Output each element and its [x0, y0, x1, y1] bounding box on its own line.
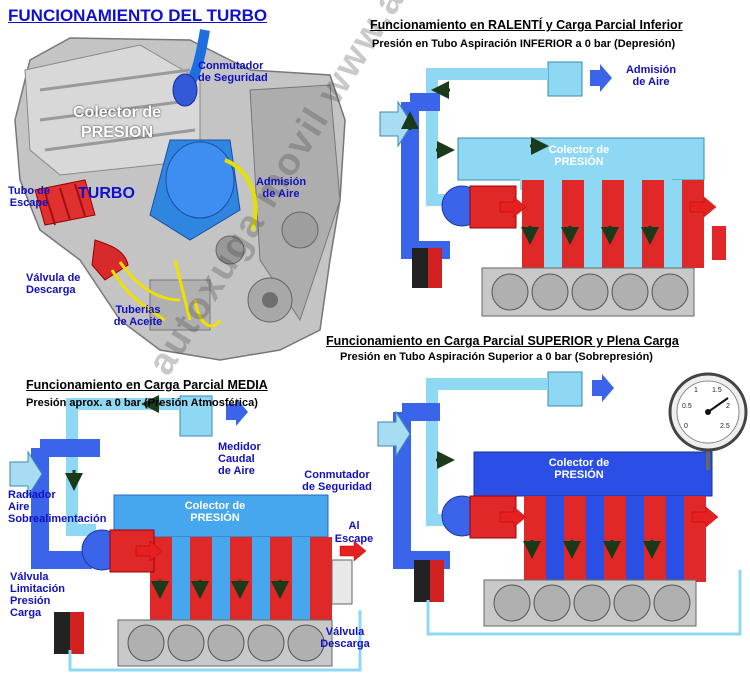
label-line: Presión	[10, 595, 51, 607]
diagram-superior: 0 0.5 1 1.5 2 2.5	[377, 371, 748, 636]
label-line: Admisión	[625, 64, 677, 76]
al-escape-label: Al Escape	[330, 520, 378, 546]
panel-superior-subtitle: Presión en Tubo Aspiración Superior a 0 …	[340, 351, 653, 363]
label-line: de Seguridad	[198, 72, 268, 84]
gauge-tick: 2	[726, 403, 730, 410]
gauge-tick: 0.5	[682, 403, 692, 410]
label-line: Válvula	[325, 626, 365, 638]
diagram-ralenti	[379, 61, 726, 317]
panel-media-title: Funcionamiento en Carga Parcial MEDIA	[26, 378, 268, 392]
label-line: PRESIÓN	[554, 469, 604, 481]
label-line: Colector de	[548, 457, 610, 469]
colector-presion-label: Colector de PRESIÓN	[534, 144, 624, 168]
admision-aire-label: Admisión de Aire	[616, 64, 686, 88]
medidor-caudal-label: Medidor Caudal de Aire	[218, 441, 261, 477]
label-line: Tubo de	[8, 185, 50, 197]
label-line: Colector de	[548, 144, 610, 156]
valvula-limitacion-label: Válvula Limitación Presión Carga	[10, 571, 65, 619]
label-line: Escape	[334, 533, 374, 545]
pressure-gauge: 0 0.5 1 1.5 2 2.5	[668, 372, 748, 470]
label-line: Válvula de	[26, 272, 81, 284]
label-line: Tuberías	[115, 304, 161, 316]
gauge-tick: 2.5	[720, 423, 730, 430]
label-line: PRESIÓN	[190, 512, 240, 524]
diagram-media	[9, 395, 367, 672]
label-line: de Aire	[218, 465, 255, 477]
conmutador-seguridad-label: Conmutador de Seguridad	[294, 469, 380, 493]
panel-superior-title: Funcionamiento en Carga Parcial SUPERIOR…	[326, 334, 679, 348]
gauge-tick: 0	[684, 423, 688, 430]
valvula-descarga-label: Válvula Descarga	[312, 626, 378, 650]
label-line: Sobrealimentación	[8, 513, 107, 525]
page-title: FUNCIONAMIENTO DEL TURBO	[8, 6, 268, 25]
label-line: Al	[348, 520, 360, 532]
valvula-descarga-label: Válvula de Descarga	[26, 272, 80, 296]
label-line: Admisión	[255, 176, 307, 188]
conmutador-label: Conmutador de Seguridad	[198, 60, 268, 84]
panel-media-subtitle: Presión aprox. a 0 bar (Presión Atmosfér…	[26, 397, 258, 409]
label-line: Colector de	[184, 500, 246, 512]
label-line: de Aceite	[113, 316, 163, 328]
label-line: Limitación	[10, 583, 66, 595]
colector-presion-label: Colector de PRESIÓN	[534, 457, 624, 481]
label-line: Caudal	[218, 453, 255, 465]
colector-presion-label: Colector de PRESION	[52, 103, 182, 143]
gauge-tick: 1.5	[712, 387, 722, 394]
label-line: Descarga	[26, 284, 76, 296]
panel-ralenti-title: Funcionamiento en RALENTÍ y Carga Parcia…	[370, 18, 683, 32]
panel-ralenti-subtitle: Presión en Tubo Aspiración INFERIOR a 0 …	[372, 38, 676, 50]
colector-line: PRESION	[80, 124, 153, 141]
colector-line: Colector de	[72, 104, 161, 121]
gauge-tick: 1	[694, 387, 698, 394]
label-line: Conmutador	[304, 469, 370, 481]
admision-aire-label: Admisión de Aire	[248, 176, 314, 200]
colector-presion-label: Colector de PRESIÓN	[168, 500, 262, 524]
turbo-label: TURBO	[78, 185, 135, 202]
tubo-escape-label: Tubo de Escape	[2, 185, 56, 209]
label-line: Descarga	[320, 638, 370, 650]
label-line: de Aire	[632, 76, 670, 88]
label-line: de Aire	[262, 188, 300, 200]
radiador-aire-label: Radiador Aire Sobrealimentación	[8, 489, 106, 525]
label-line: Escape	[9, 197, 49, 209]
label-line: Aire	[8, 501, 30, 513]
label-line: Radiador	[8, 489, 56, 501]
label-line: Conmutador	[198, 60, 264, 72]
label-line: Medidor	[218, 441, 261, 453]
engine-photo	[14, 29, 346, 361]
label-line: PRESIÓN	[554, 156, 604, 168]
label-line: Válvula	[10, 571, 49, 583]
tuberias-aceite-label: Tuberías de Aceite	[102, 304, 174, 328]
label-line: de Seguridad	[302, 481, 372, 493]
label-line: Carga	[10, 607, 42, 619]
